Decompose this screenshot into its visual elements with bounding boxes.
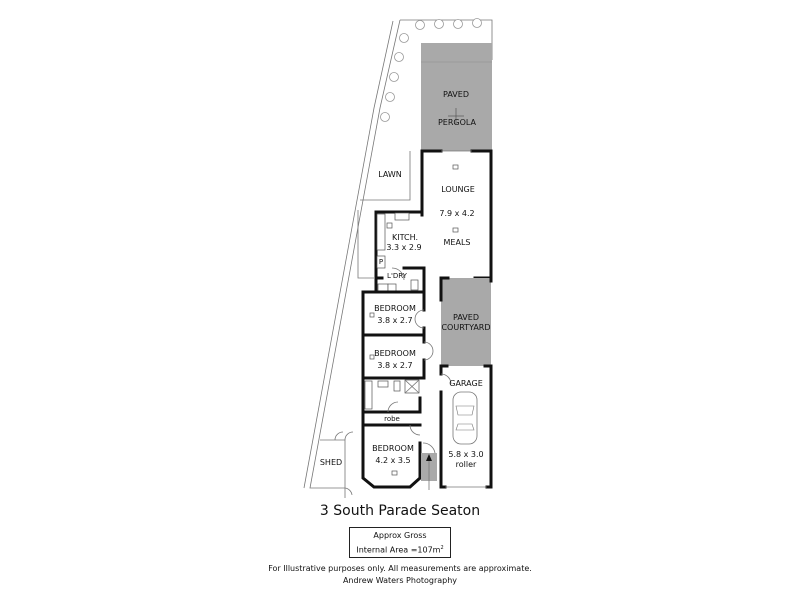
meals-label: MEALS xyxy=(444,238,471,247)
courtyard-label-1: PAVED xyxy=(453,313,479,322)
car-icon xyxy=(452,391,478,445)
bathroom xyxy=(361,376,422,414)
area-line-1: Approx Gross xyxy=(373,531,427,540)
garage-dims: 5.8 x 3.0 xyxy=(448,450,483,459)
lounge-dims: 7.9 x 4.2 xyxy=(439,209,474,218)
lawn-label: LAWN xyxy=(378,170,402,179)
garage: GARAGE 5.8 x 3.0 roller xyxy=(439,364,493,489)
robe: robe xyxy=(361,410,422,427)
kitchen-label: KITCH. xyxy=(392,233,418,242)
pergola-label-1: PAVED xyxy=(443,90,469,99)
pergola-label-2: PERGOLA xyxy=(438,118,477,127)
property-address: 3 South Parade Seaton xyxy=(319,503,481,519)
robe-label: robe xyxy=(384,415,400,423)
paved-pergola: PAVED PERGOLA xyxy=(421,43,492,151)
laundry-label: L'DRY xyxy=(387,272,408,280)
pantry-label: P xyxy=(379,258,383,266)
bedroom-3-label: BEDROOM xyxy=(374,349,416,358)
bedroom-3-dims: 3.8 x 2.7 xyxy=(377,361,412,370)
photo-credit: Andrew Waters Photography xyxy=(342,576,458,585)
bedroom-2-label: BEDROOM xyxy=(374,304,416,313)
courtyard-label-2: COURTYARD xyxy=(441,323,490,332)
garage-door-label: roller xyxy=(456,460,477,469)
laundry: L'DRY xyxy=(374,266,426,294)
tree-row xyxy=(380,18,482,122)
bedroom-1-dims: 4.2 x 3.5 xyxy=(375,456,410,465)
garage-label: GARAGE xyxy=(449,379,483,388)
bedroom-1-label: BEDROOM xyxy=(372,444,414,453)
area-box: Approx Gross Internal Area =107m2 xyxy=(349,527,451,558)
paved-courtyard: PAVED COURTYARD xyxy=(439,276,493,366)
area-line-2: Internal Area =107m2 xyxy=(350,542,450,557)
bedroom-2-dims: 3.8 x 2.7 xyxy=(377,316,412,325)
area-value: Internal Area =107m xyxy=(356,545,441,555)
kitchen-dims: 3.3 x 2.9 xyxy=(386,243,421,252)
shed: SHED xyxy=(320,431,354,498)
bedroom-3: BEDROOM 3.8 x 2.7 xyxy=(361,333,434,380)
area-unit-sup: 2 xyxy=(440,545,444,551)
entry xyxy=(421,442,437,490)
lawn: LAWN xyxy=(357,151,411,279)
bedroom-2: BEDROOM 3.8 x 2.7 xyxy=(361,290,426,337)
disclaimer: For Illustrative purposes only. All meas… xyxy=(268,564,532,573)
shed-label: SHED xyxy=(320,458,342,467)
bedroom-1: BEDROOM 4.2 x 3.5 xyxy=(361,423,423,489)
lounge-label: LOUNGE xyxy=(441,185,475,194)
lounge-meals: LOUNGE 7.9 x 4.2 MEALS xyxy=(420,149,493,280)
